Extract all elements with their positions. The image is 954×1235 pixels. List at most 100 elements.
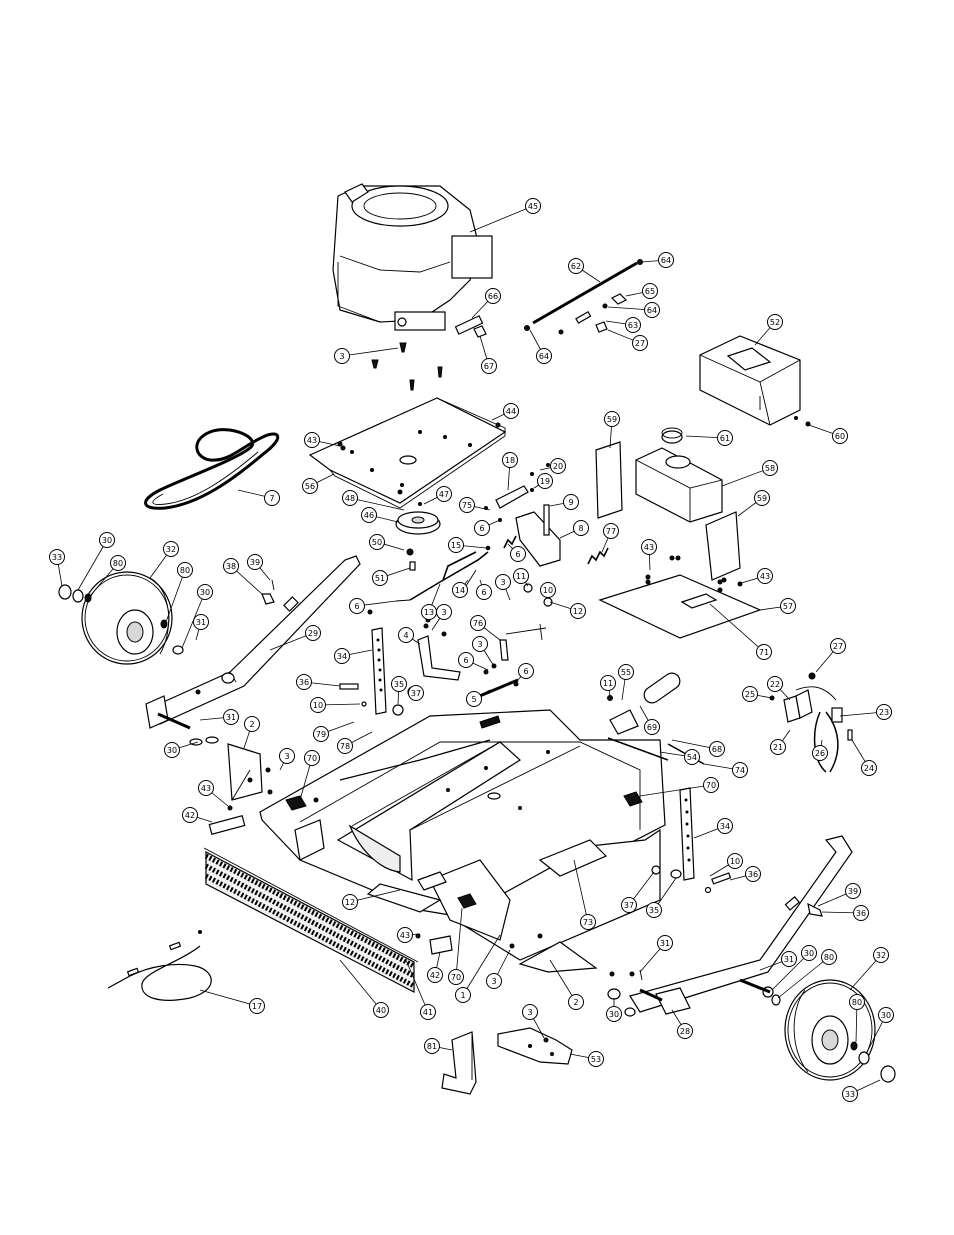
callout-bubble bbox=[757, 568, 773, 584]
callout-number: 22 bbox=[770, 680, 780, 689]
callout-55: 55 bbox=[618, 664, 634, 701]
callout-22: 22 bbox=[767, 676, 791, 701]
callout-leader-line bbox=[455, 907, 463, 978]
callout-63: 63 bbox=[605, 317, 641, 333]
callout-31: 31 bbox=[639, 935, 673, 973]
callout-number: 30 bbox=[200, 588, 210, 597]
callout-43: 43 bbox=[304, 432, 341, 448]
callout-leader-line bbox=[549, 959, 577, 1003]
callout-number: 69 bbox=[647, 723, 657, 732]
callout-53: 53 bbox=[569, 1051, 604, 1067]
callout-bubble bbox=[754, 490, 770, 506]
control-rod-part bbox=[395, 545, 491, 602]
callout-number: 30 bbox=[167, 746, 177, 755]
callout-leader-line bbox=[462, 934, 501, 996]
callout-bubble bbox=[485, 288, 501, 304]
callout-10: 10 bbox=[709, 853, 743, 877]
callout-bubble bbox=[580, 914, 596, 930]
callout-66: 66 bbox=[471, 288, 501, 319]
callout-bubble bbox=[448, 537, 464, 553]
callout-31: 31 bbox=[199, 709, 239, 725]
callout-number: 73 bbox=[583, 918, 593, 927]
callout-number: 70 bbox=[451, 973, 461, 982]
callout-number: 64 bbox=[539, 352, 549, 361]
callout-number: 80 bbox=[824, 953, 834, 962]
callout-bubble bbox=[568, 258, 584, 274]
callout-64: 64 bbox=[607, 302, 660, 318]
callout-30: 30 bbox=[77, 532, 115, 591]
callout-number: 3 bbox=[339, 352, 344, 361]
callout-1: 1 bbox=[455, 934, 501, 1003]
callout-leader-line bbox=[339, 959, 382, 1011]
callout-bubble bbox=[830, 638, 846, 654]
callout-27: 27 bbox=[815, 638, 846, 673]
callout-number: 4 bbox=[403, 631, 408, 640]
callout-bubble bbox=[369, 534, 385, 550]
callout-bubble bbox=[621, 897, 637, 913]
callout-43: 43 bbox=[198, 780, 229, 807]
callout-73: 73 bbox=[573, 859, 596, 930]
callout-3: 3 bbox=[522, 1004, 545, 1039]
belt-part bbox=[144, 428, 280, 510]
callout-2: 2 bbox=[549, 959, 584, 1010]
side-guard-part bbox=[227, 743, 598, 973]
hitch-bracket-part bbox=[417, 617, 547, 702]
callout-bubble bbox=[684, 749, 700, 765]
callout-bubble bbox=[223, 558, 239, 574]
callout-number: 44 bbox=[506, 407, 516, 416]
callout-58: 58 bbox=[721, 460, 778, 487]
callout-21: 21 bbox=[770, 729, 791, 755]
callout-number: 68 bbox=[712, 745, 722, 754]
callout-bubble bbox=[861, 760, 877, 776]
rod-part bbox=[524, 259, 643, 335]
callout-number: 70 bbox=[706, 781, 716, 790]
callout-number: 6 bbox=[515, 550, 520, 559]
callout-bubble bbox=[600, 675, 616, 691]
callout-number: 3 bbox=[527, 1008, 532, 1017]
pulley-part bbox=[395, 502, 441, 571]
callout-number: 56 bbox=[305, 482, 315, 491]
callout-number: 9 bbox=[568, 498, 573, 507]
callout-3: 3 bbox=[486, 949, 511, 989]
callout-34: 34 bbox=[334, 648, 373, 664]
callout-number: 58 bbox=[765, 464, 775, 473]
callout-62: 62 bbox=[568, 258, 601, 283]
callout-number: 65 bbox=[645, 287, 655, 296]
callout-44: 44 bbox=[491, 403, 519, 421]
callout-bubble bbox=[604, 411, 620, 427]
callout-bubble bbox=[842, 1086, 858, 1102]
callout-number: 27 bbox=[635, 339, 645, 348]
callout-bubble bbox=[470, 615, 486, 631]
callout-bubble bbox=[709, 741, 725, 757]
callout-number: 43 bbox=[307, 436, 317, 445]
callout-3: 3 bbox=[279, 748, 295, 771]
callout-number: 11 bbox=[603, 679, 613, 688]
callout-bubble bbox=[182, 807, 198, 823]
callout-number: 43 bbox=[760, 572, 770, 581]
callout-number: 36 bbox=[299, 678, 309, 687]
callout-31: 31 bbox=[759, 951, 797, 971]
callout-bubble bbox=[334, 348, 350, 364]
callout-number: 3 bbox=[491, 977, 496, 986]
callout-bubble bbox=[476, 584, 492, 600]
callout-30: 30 bbox=[865, 1007, 894, 1055]
switch-assembly-part bbox=[769, 672, 853, 773]
callout-number: 24 bbox=[864, 764, 874, 773]
callout-bubble bbox=[812, 745, 828, 761]
callout-number: 3 bbox=[477, 640, 482, 649]
callout-number: 74 bbox=[735, 766, 745, 775]
callout-35: 35 bbox=[391, 676, 407, 705]
callout-number: 28 bbox=[680, 1027, 690, 1036]
callout-number: 8 bbox=[578, 524, 583, 533]
callout-number: 31 bbox=[784, 955, 794, 964]
callout-number: 30 bbox=[609, 1010, 619, 1019]
callout-bubble bbox=[625, 317, 641, 333]
callout-bubble bbox=[342, 894, 358, 910]
callout-number: 19 bbox=[540, 477, 550, 486]
callout-number: 62 bbox=[571, 262, 581, 271]
callout-bubble bbox=[632, 335, 648, 351]
callout-number: 25 bbox=[745, 690, 755, 699]
callout-number: 6 bbox=[481, 588, 486, 597]
callout-number: 59 bbox=[607, 415, 617, 424]
callout-number: 10 bbox=[730, 857, 740, 866]
